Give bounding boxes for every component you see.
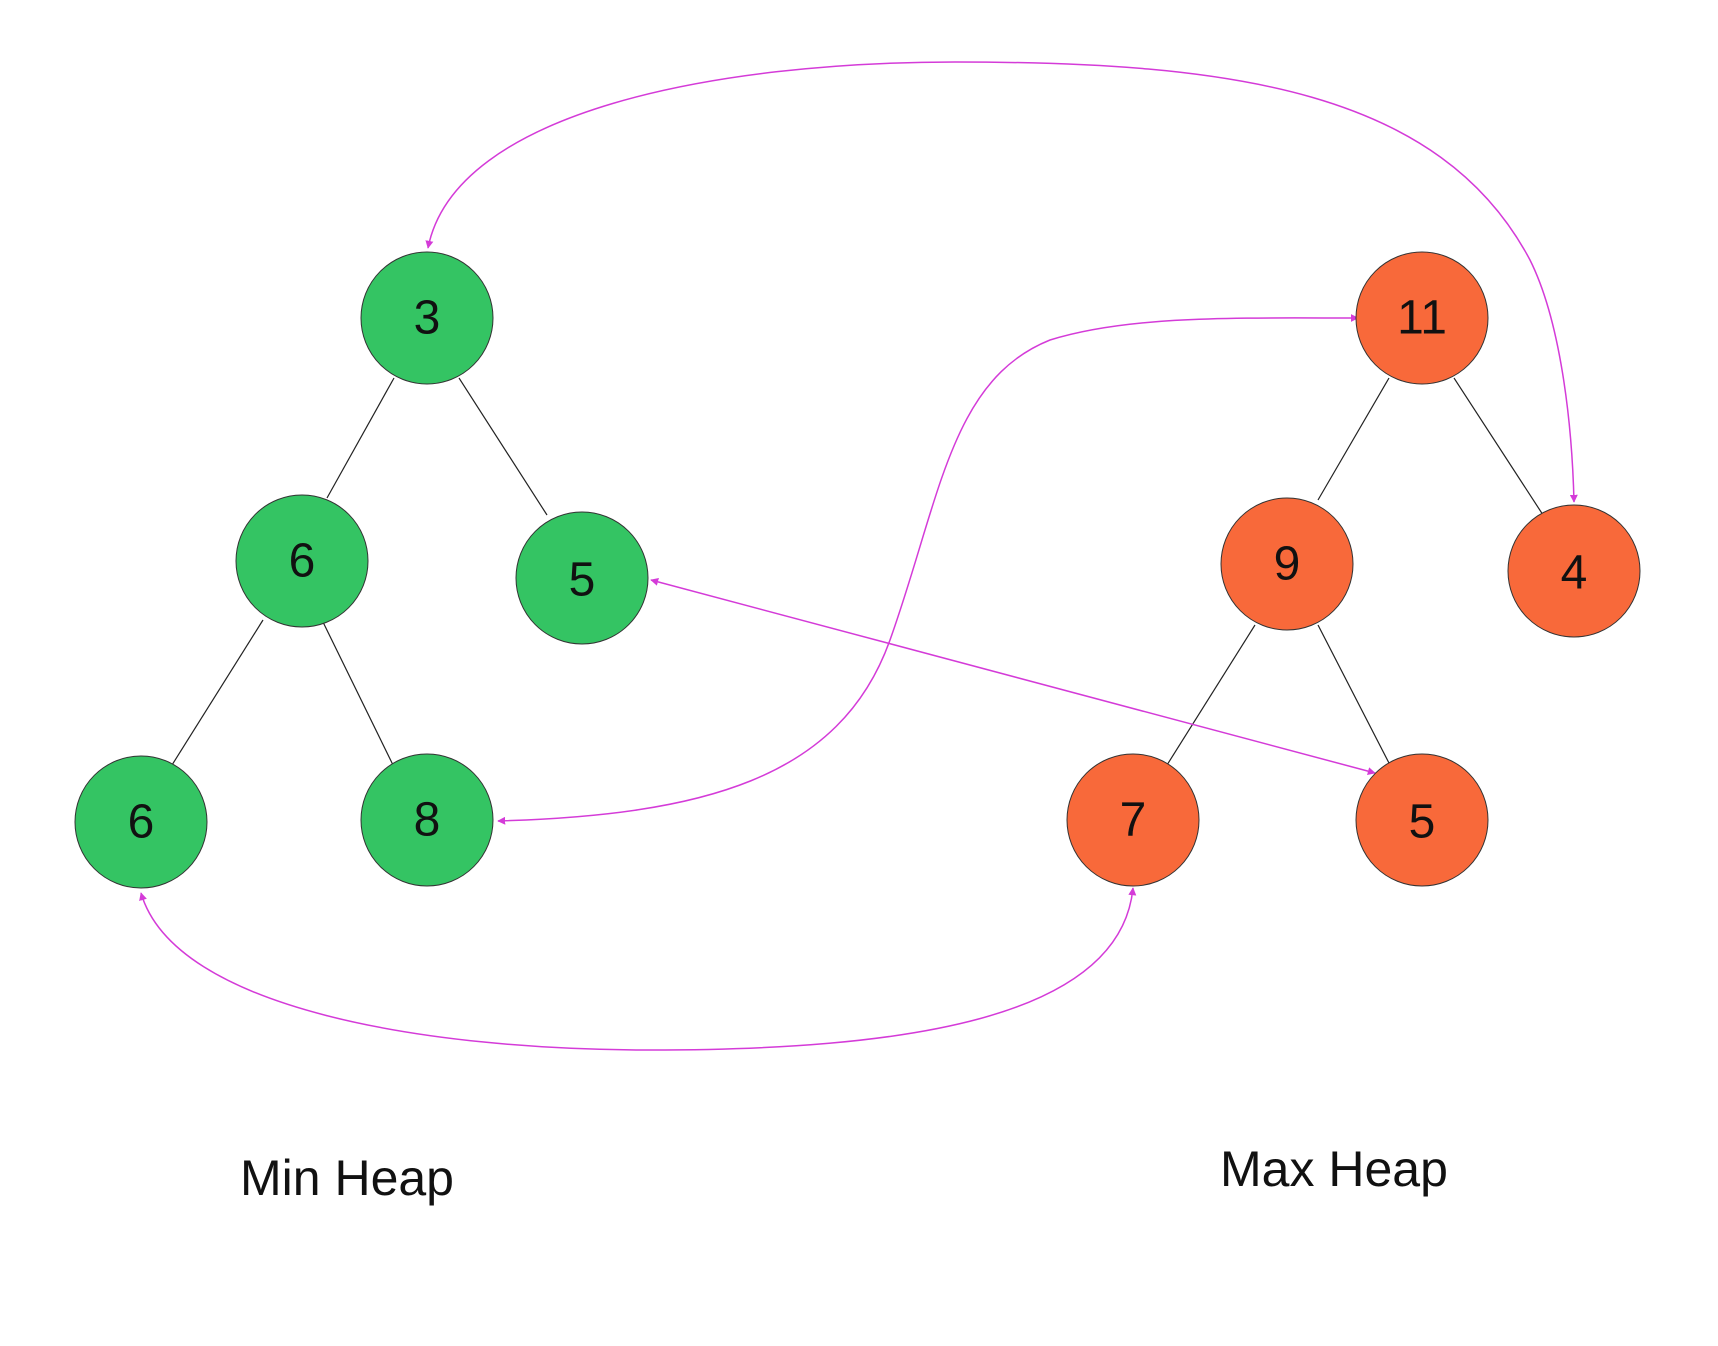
min-heap-caption: Min Heap <box>240 1150 454 1206</box>
min-node-label: 5 <box>569 554 596 607</box>
max-node-circle <box>1355 251 1489 385</box>
max-node-label: 9 <box>1274 538 1301 591</box>
max-node-circle <box>1066 753 1200 887</box>
max-node-label: 4 <box>1561 547 1588 600</box>
link-min-6-to-max-7 <box>139 887 1137 1051</box>
max-node-circle <box>1220 497 1354 631</box>
min-heap: 3 6 5 6 8 <box>74 251 649 889</box>
link-min-5-to-max-5 <box>650 577 1376 776</box>
min-node-label: 8 <box>414 794 441 847</box>
edge-max-11-9 <box>1317 377 1390 501</box>
link-min-root-to-max-right <box>425 61 1578 503</box>
max-node-label: 7 <box>1120 794 1147 847</box>
edge-max-9-7 <box>1166 624 1256 766</box>
min-node-circle <box>235 494 369 628</box>
edge-min-6-6 <box>171 619 264 766</box>
heap-links <box>139 61 1578 1051</box>
min-node-circle <box>360 251 494 385</box>
max-heap: 11 9 4 7 5 <box>1066 251 1641 887</box>
min-heap-node-root: 3 <box>360 251 494 385</box>
edge-max-11-4 <box>1453 377 1546 519</box>
min-node-circle <box>74 755 208 889</box>
max-heap-node-right: 4 <box>1507 504 1641 638</box>
max-heap-node-left-left: 7 <box>1066 753 1200 887</box>
edge-max-9-5 <box>1317 624 1391 766</box>
max-heap-node-root: 11 <box>1355 251 1489 385</box>
edge-min-3-6 <box>326 377 395 499</box>
min-heap-node-right: 5 <box>515 511 649 645</box>
min-node-circle <box>360 753 494 887</box>
link-min-8-to-max-root <box>497 313 1359 825</box>
min-node-label: 3 <box>414 292 441 345</box>
min-heap-node-left: 6 <box>235 494 369 628</box>
min-heap-node-left-right: 8 <box>360 753 494 887</box>
max-node-circle <box>1507 504 1641 638</box>
max-heap-caption: Max Heap <box>1220 1141 1448 1197</box>
max-node-circle <box>1355 753 1489 887</box>
max-node-label: 11 <box>1397 292 1447 345</box>
max-heap-node-left-right: 5 <box>1355 753 1489 887</box>
edge-min-3-5 <box>458 377 548 516</box>
max-heap-node-left: 9 <box>1220 497 1354 631</box>
max-node-label: 5 <box>1409 796 1436 849</box>
min-node-label: 6 <box>128 796 155 849</box>
edge-min-6-8 <box>321 619 394 766</box>
min-heap-node-left-left: 6 <box>74 755 208 889</box>
min-node-circle <box>515 511 649 645</box>
min-node-label: 6 <box>289 535 316 588</box>
